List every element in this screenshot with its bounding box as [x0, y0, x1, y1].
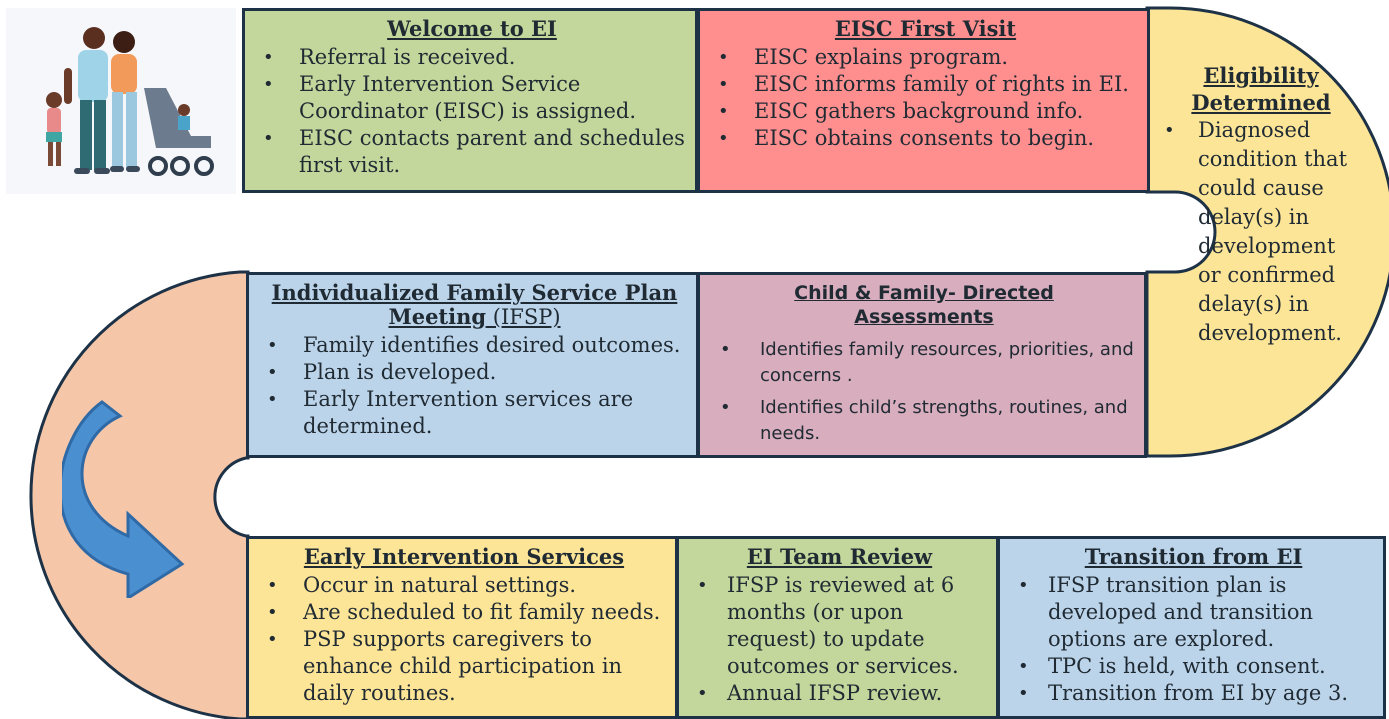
step-title: EI Team Review	[746, 544, 933, 569]
list-item: Occur in natural settings.	[263, 572, 665, 599]
list-item: Referral is received.	[259, 44, 685, 71]
step-title: Child & Family- Directed Assessments	[714, 281, 1134, 329]
step-list: Diagnosed condition that could cause del…	[1164, 116, 1354, 348]
family-illustration	[6, 8, 236, 194]
list-item: EISC informs family of rights in EI.	[714, 71, 1137, 98]
list-item: IFSP transition plan is developed and tr…	[1014, 572, 1373, 653]
step-list: Identifies family resources, priorities,…	[714, 337, 1134, 447]
list-item: Transition from EI by age 3.	[1014, 680, 1373, 707]
list-item: Family identifies desired outcomes.	[263, 332, 686, 359]
title-line: Meeting	[388, 304, 487, 329]
step-title: Welcome to EI	[387, 16, 557, 41]
title-line: Determined	[1191, 90, 1331, 115]
step-welcome: Welcome to EI Referral is received. Earl…	[242, 8, 698, 193]
title-line: Child & Family- Directed	[794, 282, 1054, 304]
list-item: Annual IFSP review.	[693, 680, 986, 707]
step-title: Transition from EI	[1084, 544, 1303, 569]
step-transition: Transition from EI IFSP transition plan …	[997, 536, 1386, 719]
step-list: Referral is received. Early Intervention…	[259, 44, 685, 179]
step-ei-services: Early Intervention Services Occur in nat…	[246, 536, 678, 719]
step-team-review: EI Team Review IFSP is reviewed at 6 mon…	[676, 536, 999, 719]
list-item: EISC gathers background info.	[714, 98, 1137, 125]
step-list: IFSP is reviewed at 6 months (or upon re…	[693, 572, 986, 707]
list-item: Are scheduled to fit family needs.	[263, 599, 665, 626]
list-item: Plan is developed.	[263, 359, 686, 386]
list-item: EISC explains program.	[714, 44, 1137, 71]
step-title: Early Intervention Services	[303, 544, 625, 569]
title-suffix: (IFSP)	[486, 305, 561, 329]
list-item: Identifies family resources, priorities,…	[714, 337, 1134, 389]
title-line: Eligibility	[1203, 63, 1319, 88]
list-item: Early Intervention services are determin…	[263, 386, 686, 440]
step-title: Individualized Family Service Plan Meeti…	[263, 280, 686, 330]
step-list: IFSP transition plan is developed and tr…	[1014, 572, 1373, 707]
list-item: IFSP is reviewed at 6 months (or upon re…	[693, 572, 986, 680]
list-item: Early Intervention Service Coordinator (…	[259, 71, 685, 125]
step-eligibility: Eligibility Determined Diagnosed conditi…	[1164, 62, 1354, 348]
title-line: Assessments	[854, 306, 994, 328]
step-assessments: Child & Family- Directed Assessments Ide…	[697, 272, 1147, 458]
list-item: PSP supports caregivers to enhance child…	[263, 626, 665, 707]
step-ifsp-meeting: Individualized Family Service Plan Meeti…	[246, 272, 699, 458]
list-item: EISC obtains consents to begin.	[714, 125, 1137, 152]
list-item: EISC contacts parent and schedules first…	[259, 125, 685, 179]
left-curve	[29, 270, 250, 719]
title-line: Individualized Family Service Plan	[271, 280, 678, 305]
step-list: Family identifies desired outcomes. Plan…	[263, 332, 686, 440]
curved-arrow-icon	[62, 400, 185, 598]
step-title: EISC First Visit	[834, 16, 1017, 41]
list-item: Diagnosed condition that could cause del…	[1164, 116, 1354, 348]
step-first-visit: EISC First Visit EISC explains program. …	[697, 8, 1150, 193]
step-list: EISC explains program. EISC informs fami…	[714, 44, 1137, 152]
list-item: TPC is held, with consent.	[1014, 653, 1373, 680]
list-item: Identifies child’s strengths, routines, …	[714, 395, 1134, 447]
step-title: Eligibility Determined	[1168, 62, 1354, 116]
step-list: Occur in natural settings. Are scheduled…	[263, 572, 665, 707]
